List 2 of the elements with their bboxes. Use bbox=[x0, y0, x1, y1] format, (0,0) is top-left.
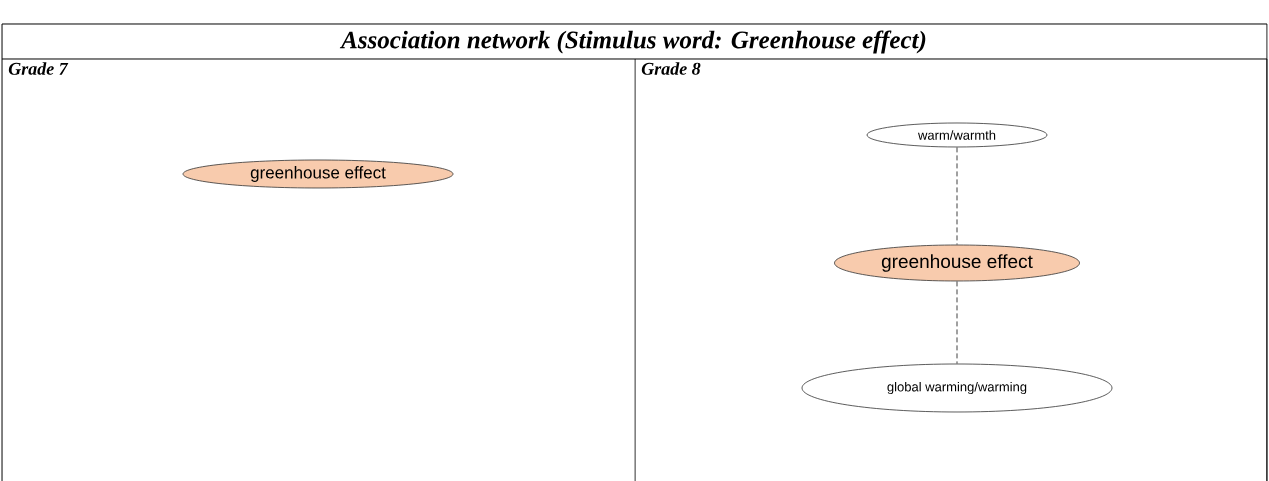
connector-line bbox=[956, 146, 958, 246]
connector-line bbox=[956, 280, 958, 365]
